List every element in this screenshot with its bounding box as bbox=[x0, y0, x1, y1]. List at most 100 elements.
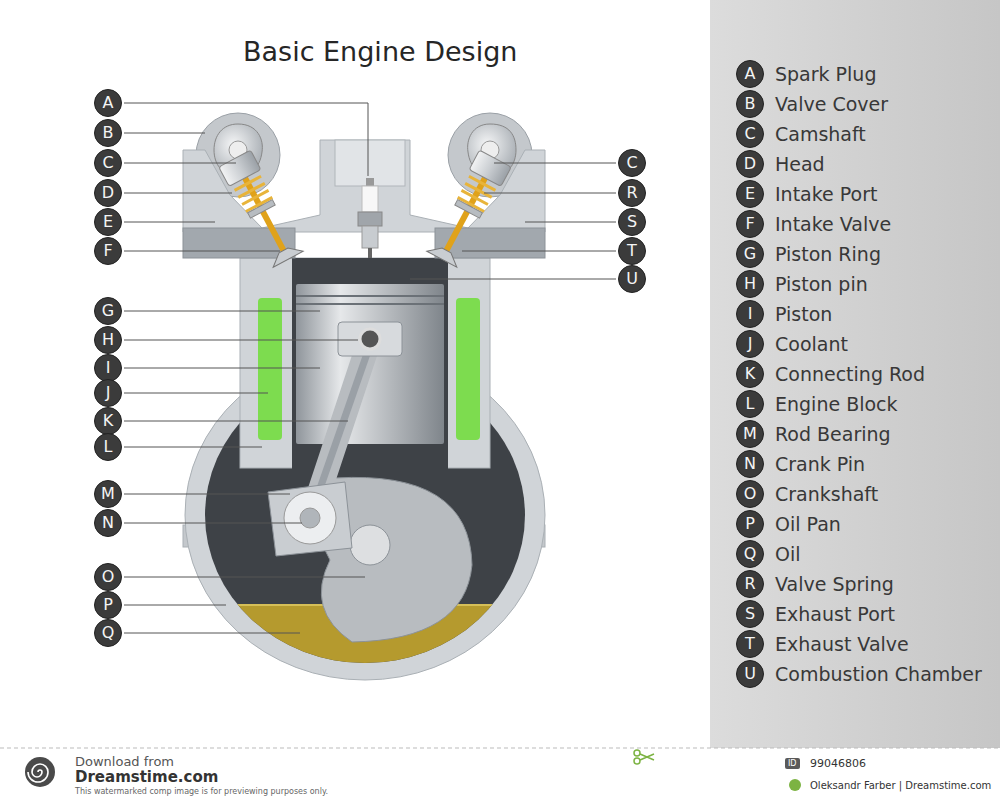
leader-line bbox=[410, 279, 616, 280]
valve-head bbox=[268, 242, 303, 267]
key-letter: H bbox=[736, 270, 764, 298]
coolant-jacket bbox=[258, 298, 282, 440]
cut-line bbox=[0, 748, 1000, 749]
leader-line bbox=[484, 193, 616, 194]
part-name: Piston bbox=[775, 303, 832, 325]
key-letter: S bbox=[736, 600, 764, 628]
part-name: Oil bbox=[775, 543, 801, 565]
part-name: Valve Cover bbox=[775, 93, 888, 115]
image-id: 99046806 bbox=[810, 757, 866, 770]
piston-pin bbox=[360, 329, 380, 349]
pin-boss bbox=[338, 322, 402, 356]
callout-letter: A bbox=[94, 89, 122, 117]
callout-letter: S bbox=[618, 208, 646, 236]
exhaust-valve-train bbox=[426, 150, 511, 268]
key-letter: D bbox=[736, 150, 764, 178]
part-name: Piston pin bbox=[775, 273, 868, 295]
key-letter: N bbox=[736, 450, 764, 478]
callout-letter: M bbox=[94, 480, 122, 508]
watermark-text: Download from bbox=[75, 754, 174, 769]
logo-circle bbox=[25, 757, 55, 787]
plug-insulator bbox=[362, 186, 378, 212]
key-letter: M bbox=[736, 420, 764, 448]
part-name: Piston Ring bbox=[775, 243, 881, 265]
key-letter: O bbox=[736, 480, 764, 508]
callout-letter: P bbox=[94, 591, 122, 619]
callout-letter: G bbox=[94, 297, 122, 325]
callout-letter: J bbox=[94, 379, 122, 407]
key-letter: L bbox=[736, 390, 764, 418]
part-name: Exhaust Valve bbox=[775, 633, 909, 655]
callout-letter: U bbox=[618, 265, 646, 293]
tappet bbox=[469, 150, 511, 186]
scissors-ring bbox=[634, 758, 640, 764]
callout-letter: L bbox=[94, 433, 122, 461]
leader-line bbox=[124, 368, 320, 369]
leader-line bbox=[124, 193, 232, 194]
leader-line bbox=[124, 421, 348, 422]
leader-line bbox=[124, 577, 365, 578]
callout-letter: H bbox=[94, 326, 122, 354]
part-name: Intake Port bbox=[775, 183, 877, 205]
copyright-icon bbox=[789, 779, 801, 791]
key-letter: P bbox=[736, 510, 764, 538]
callout-letter: I bbox=[94, 354, 122, 382]
key-letter: K bbox=[736, 360, 764, 388]
leader-line bbox=[462, 251, 616, 252]
leader-line bbox=[124, 163, 236, 164]
callout-letter: T bbox=[618, 237, 646, 265]
part-name: Coolant bbox=[775, 333, 848, 355]
callout-letter: F bbox=[94, 237, 122, 265]
plug-well bbox=[335, 140, 405, 186]
author-credit: Oleksandr Farber | Dreamstime.com bbox=[810, 780, 991, 791]
plug-thread bbox=[362, 226, 378, 248]
key-letter: C bbox=[736, 120, 764, 148]
part-name: Crankshaft bbox=[775, 483, 878, 505]
key-letter: T bbox=[736, 630, 764, 658]
part-name: Connecting Rod bbox=[775, 363, 925, 385]
key-letter: B bbox=[736, 90, 764, 118]
key-letter: F bbox=[736, 210, 764, 238]
callout-letter: E bbox=[94, 208, 122, 236]
callout-letter: O bbox=[94, 563, 122, 591]
key-letter: Q bbox=[736, 540, 764, 568]
leader-line bbox=[124, 340, 358, 341]
leader-line bbox=[124, 633, 300, 634]
plug-hex bbox=[358, 212, 382, 226]
leader-line bbox=[525, 222, 616, 223]
part-name: Oil Pan bbox=[775, 513, 841, 535]
spring-seat bbox=[455, 200, 483, 218]
rod-web bbox=[316, 345, 370, 500]
callout-letter: C bbox=[618, 149, 646, 177]
leader-line bbox=[124, 103, 368, 176]
callout-letter: B bbox=[94, 119, 122, 147]
part-name: Engine Block bbox=[775, 393, 898, 415]
leader-line bbox=[124, 523, 302, 524]
key-letter: A bbox=[736, 60, 764, 88]
leader-line bbox=[124, 311, 320, 312]
part-name: Head bbox=[775, 153, 825, 175]
scissors-icon bbox=[634, 750, 654, 764]
logo-spiral bbox=[28, 764, 48, 782]
leader-line bbox=[124, 605, 226, 606]
tappet bbox=[219, 150, 261, 186]
part-name: Intake Valve bbox=[775, 213, 891, 235]
part-name: Combustion Chamber bbox=[775, 663, 982, 685]
leader-line bbox=[124, 222, 215, 223]
key-letter: R bbox=[736, 570, 764, 598]
key-letter: I bbox=[736, 300, 764, 328]
scissors-blade bbox=[640, 754, 654, 760]
key-letter: J bbox=[736, 330, 764, 358]
spring-seat bbox=[248, 200, 276, 218]
watermark-text: Dreamstime.com bbox=[75, 768, 218, 786]
cylinder-head bbox=[183, 140, 545, 232]
callout-letter: C bbox=[94, 149, 122, 177]
watermark-note: This watermarked comp image is for previ… bbox=[75, 787, 328, 796]
intake-valve-train bbox=[219, 150, 304, 268]
callout-letter: K bbox=[94, 407, 122, 435]
scissors-ring bbox=[634, 750, 640, 756]
callout-letter: D bbox=[94, 179, 122, 207]
leader-line bbox=[124, 447, 262, 448]
part-name: Camshaft bbox=[775, 123, 866, 145]
coolant-jacket bbox=[456, 298, 480, 440]
